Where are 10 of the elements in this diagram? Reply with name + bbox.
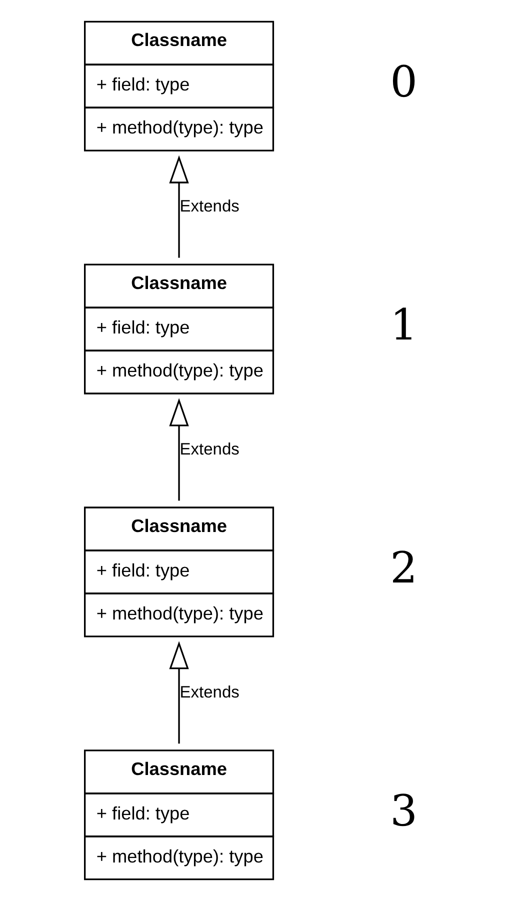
arrow: [169, 398, 189, 501]
arrow: [169, 155, 189, 258]
edge-label: Extends: [180, 196, 240, 216]
node-label: 1: [390, 300, 418, 350]
node-label: 2: [390, 543, 418, 594]
edge-label: Extends: [180, 440, 240, 459]
node-label: 3: [390, 786, 418, 836]
arrow: [169, 641, 189, 744]
edge-label: Extends: [180, 682, 240, 702]
node-label: 0: [390, 58, 418, 108]
